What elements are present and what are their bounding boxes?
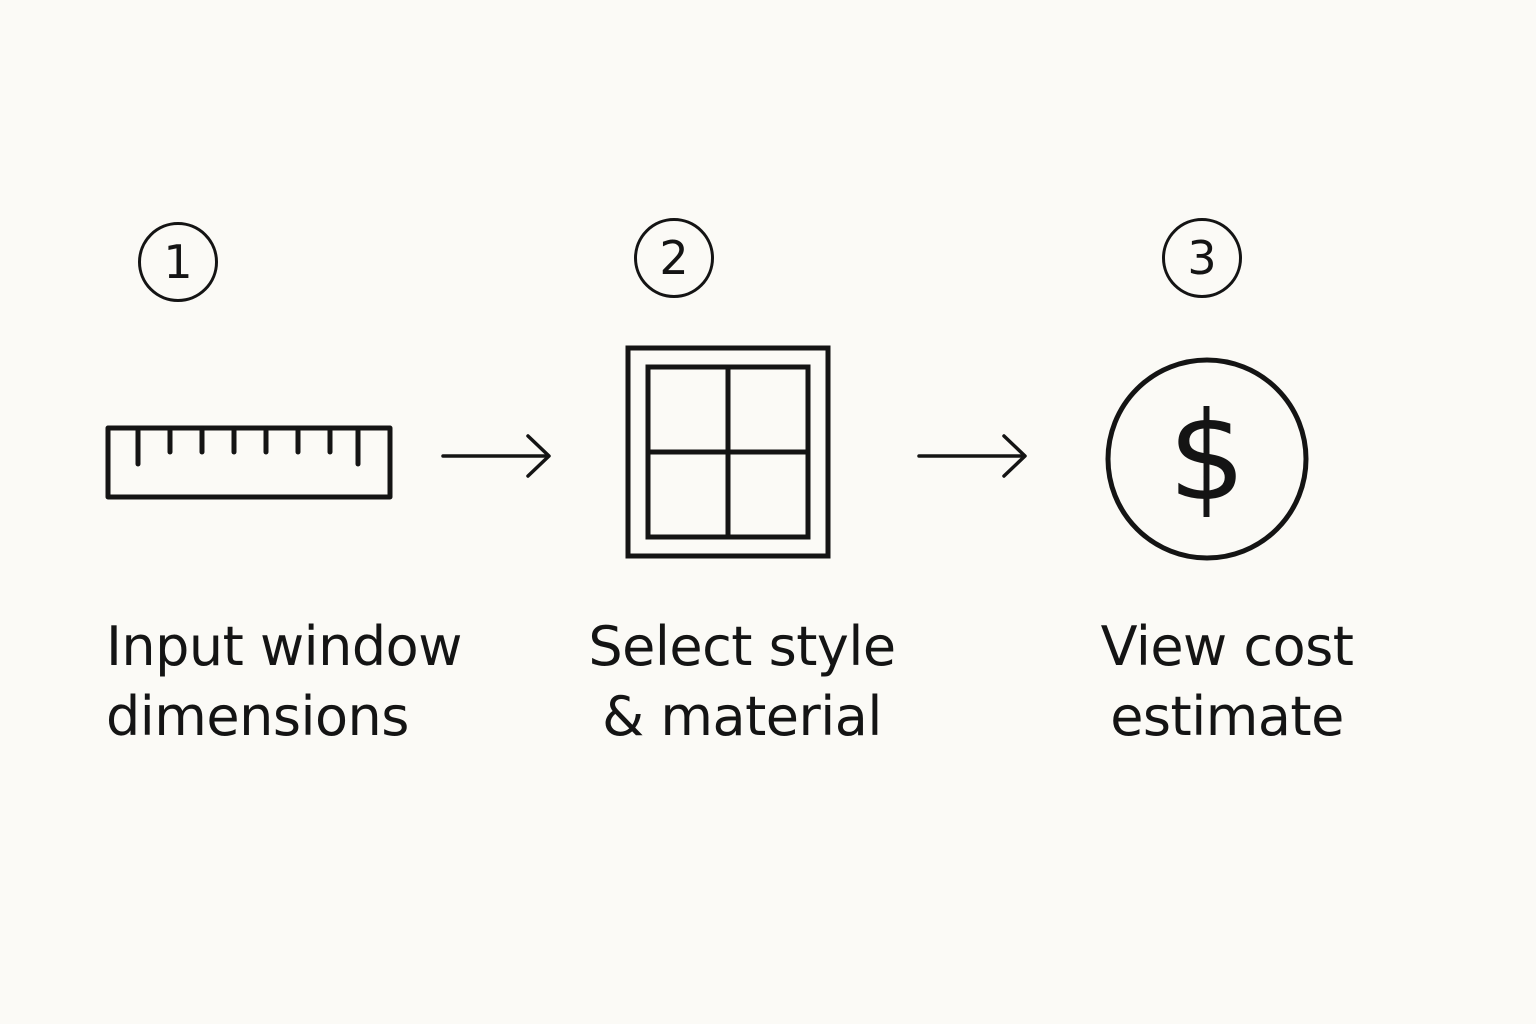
arrow-right-icon <box>441 434 551 478</box>
window-icon <box>625 345 831 559</box>
step-1-label-line-2: dimensions <box>106 685 409 748</box>
svg-text:$: $ <box>1168 386 1246 528</box>
step-3-number-badge: 3 <box>1162 218 1242 298</box>
step-1-label-line-1: Input window <box>106 615 462 678</box>
step-2-number-badge: 2 <box>634 218 714 298</box>
step-1-number-badge: 1 <box>138 222 218 302</box>
arrow-right-icon <box>917 434 1027 478</box>
step-3-label-line-1: View cost <box>1100 615 1354 678</box>
step-2-number: 2 <box>659 231 689 285</box>
step-1-label: Input window dimensions <box>106 612 462 752</box>
step-1-number: 1 <box>163 235 193 289</box>
step-2-label: Select style & material <box>582 612 902 752</box>
ruler-icon <box>105 425 393 500</box>
step-2-label-line-1: Select style <box>588 615 896 678</box>
step-3-number: 3 <box>1187 231 1217 285</box>
dollar-icon: $ <box>1105 357 1309 561</box>
step-3-label-line-2: estimate <box>1110 685 1344 748</box>
step-2-label-line-2: & material <box>602 685 882 748</box>
step-3-label: View cost estimate <box>1082 612 1372 752</box>
